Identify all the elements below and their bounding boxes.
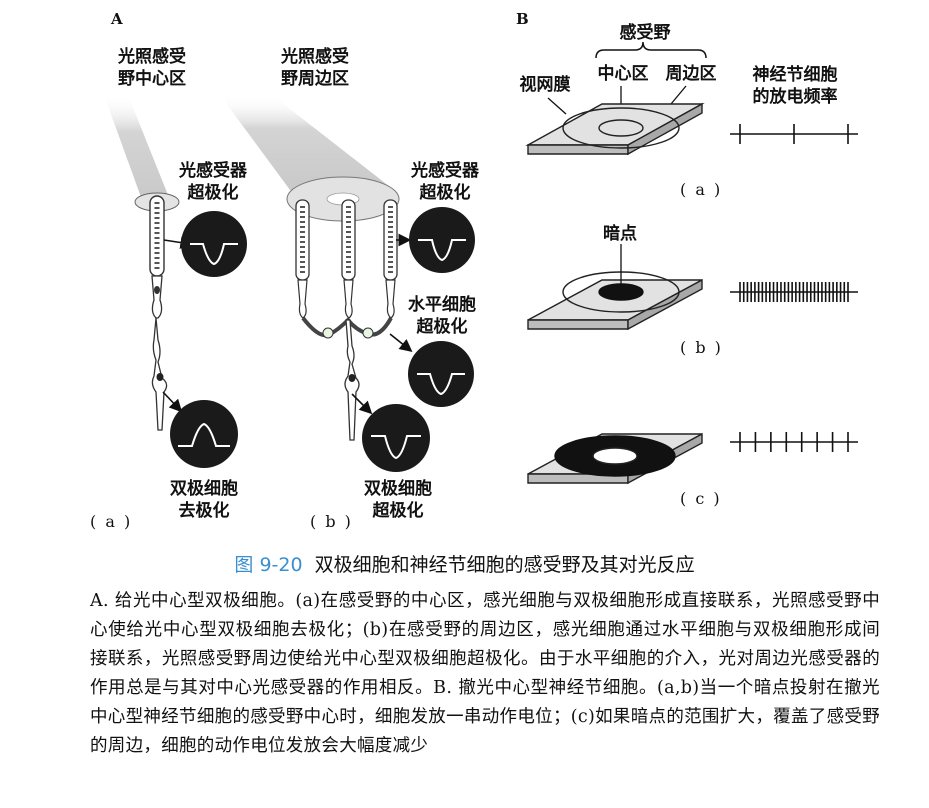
- light-beam-center: [104, 95, 170, 200]
- bipolar-b-label: 双极细胞 超极化: [364, 479, 432, 521]
- retina-label: 视网膜: [519, 75, 571, 95]
- retina-slab-a: [525, 102, 705, 156]
- photoreceptor-b-trace: [409, 207, 475, 273]
- bipolar-cell-a: [151, 317, 168, 431]
- dark-spot-center: [598, 283, 644, 301]
- panel-b-label: B: [516, 10, 529, 28]
- spike-train-b: [730, 282, 858, 302]
- center-zone-label: 中心区: [597, 64, 649, 84]
- photoreceptor-b-left: [295, 199, 310, 319]
- dark-spot-label: 暗点: [603, 224, 637, 244]
- photoreceptor-a-label: 光感受器 超极化: [179, 161, 247, 203]
- receptive-field-brace: [595, 41, 707, 59]
- photoreceptor-b-center: [341, 199, 356, 319]
- bipolar-a-trace: [170, 400, 238, 468]
- panel-a-figure: [104, 95, 475, 472]
- caption-paragraph: A. 给光中心型双极细胞。(a)在感受野的中心区，感光细胞与双极细胞形成直接联系…: [90, 591, 880, 756]
- ganglion-rate-label: 神经节细胞 的放电频率: [752, 65, 838, 107]
- surround-zone-label: 周边区: [665, 64, 717, 84]
- panel-a-sub-b: ( b ): [310, 512, 353, 531]
- retina-slab-b: [527, 244, 703, 331]
- panel-a-sub-a: ( a ): [90, 512, 133, 531]
- photoreceptor-a-trace: [181, 211, 247, 277]
- spike-train-a: [730, 124, 858, 144]
- figure-title: 双极细胞和神经节细胞的感受野及其对光反应: [314, 554, 695, 576]
- panel-a-label: A: [111, 10, 123, 28]
- figure-caption-title: 图 9-20 双极细胞和神经节细胞的感受野及其对光反应: [0, 553, 929, 577]
- receptive-field-label: 感受野: [619, 23, 671, 43]
- figure-number: 图 9-20: [234, 554, 303, 576]
- bipolar-b-trace: [362, 404, 430, 472]
- panel-b-sub-a: ( a ): [680, 180, 723, 199]
- bipolar-a-label: 双极细胞 去极化: [170, 479, 238, 521]
- panel-b-sub-c: ( c ): [680, 489, 722, 508]
- retina-slab-c: [527, 432, 703, 485]
- beam-surround-label: 光照感受 野周边区: [281, 47, 349, 89]
- light-beam-surround: [220, 95, 394, 190]
- photoreceptor-b-label: 光感受器 超极化: [411, 161, 479, 203]
- photoreceptor-a: [149, 195, 165, 319]
- bipolar-cell-b: [344, 319, 360, 441]
- horizontal-cell-label: 水平细胞 超极化: [408, 295, 476, 337]
- panel-b-sub-b: ( b ): [680, 338, 723, 357]
- beam-center-label: 光照感受 野中心区: [118, 47, 186, 89]
- figure-caption-body: A. 给光中心型双极细胞。(a)在感受野的中心区，感光细胞与双极细胞形成直接联系…: [90, 587, 880, 761]
- horizontal-trace: [408, 341, 474, 407]
- spike-train-c: [730, 432, 858, 452]
- panel-b-figure: [525, 41, 858, 485]
